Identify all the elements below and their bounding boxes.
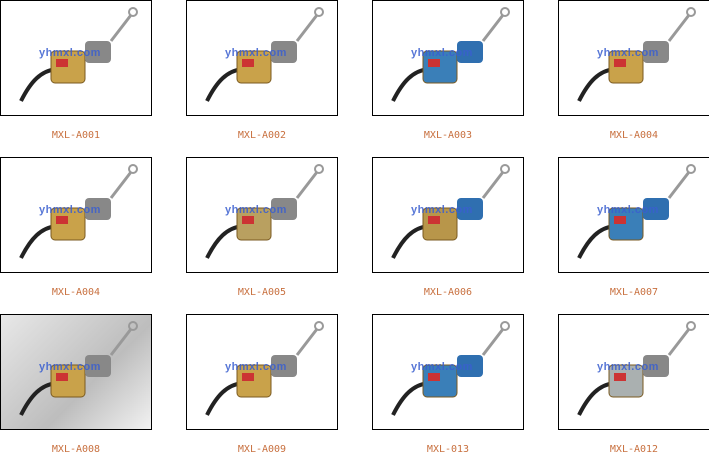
watermark: yhmxl.com — [39, 204, 101, 216]
watermark: yhmxl.com — [411, 47, 473, 59]
product-image[interactable]: yhmxl.com — [186, 0, 338, 116]
solenoid-image — [577, 321, 696, 416]
product-image[interactable]: yhmxl.com — [372, 314, 524, 430]
product-label[interactable]: MXL-A004 — [609, 130, 659, 141]
product-label[interactable]: MXL-A012 — [609, 444, 659, 455]
product-item[interactable]: yhmxl.com MXL-A005 — [186, 157, 338, 298]
solenoid-image — [577, 164, 696, 259]
product-label[interactable]: MXL-A004 — [51, 287, 101, 298]
product-item[interactable]: yhmxl.com MXL-A001 — [0, 0, 152, 141]
solenoid-image — [577, 7, 696, 102]
watermark: yhmxl.com — [411, 204, 473, 216]
product-image[interactable]: yhmxl.com — [558, 157, 709, 273]
solenoid-image — [205, 321, 324, 416]
solenoid-image — [391, 164, 510, 259]
watermark: yhmxl.com — [39, 47, 101, 59]
product-label[interactable]: MXL-A007 — [609, 287, 659, 298]
solenoid-image — [19, 7, 138, 102]
watermark: yhmxl.com — [39, 361, 101, 373]
product-item[interactable]: yhmxl.com MXL-A007 — [558, 157, 709, 298]
product-label[interactable]: MXL-A008 — [51, 444, 101, 455]
product-item[interactable]: yhmxl.com MXL-A009 — [186, 314, 338, 455]
product-label[interactable]: MXL-A005 — [237, 287, 287, 298]
product-image[interactable]: yhmxl.com — [0, 314, 152, 430]
product-item[interactable]: yhmxl.com MXL-A004 — [558, 0, 709, 141]
watermark: yhmxl.com — [411, 361, 473, 373]
product-image[interactable]: yhmxl.com — [372, 0, 524, 116]
product-image[interactable]: yhmxl.com — [372, 157, 524, 273]
watermark: yhmxl.com — [225, 47, 287, 59]
product-image[interactable]: yhmxl.com — [186, 157, 338, 273]
product-label[interactable]: MXL-A006 — [423, 287, 473, 298]
watermark: yhmxl.com — [597, 361, 659, 373]
product-item[interactable]: yhmxl.com MXL-A006 — [372, 157, 524, 298]
solenoid-image — [205, 7, 324, 102]
product-item[interactable]: yhmxl.com MXL-A012 — [558, 314, 709, 455]
product-label[interactable]: MXL-A003 — [423, 130, 473, 141]
solenoid-image — [19, 164, 138, 259]
product-label[interactable]: MXL-A002 — [237, 130, 287, 141]
watermark: yhmxl.com — [597, 204, 659, 216]
product-label[interactable]: MXL-013 — [426, 444, 470, 455]
watermark: yhmxl.com — [597, 47, 659, 59]
product-image[interactable]: yhmxl.com — [558, 0, 709, 116]
solenoid-image — [391, 7, 510, 102]
solenoid-image — [205, 164, 324, 259]
product-item[interactable]: yhmxl.com MXL-A004 — [0, 157, 152, 298]
solenoid-image — [391, 321, 510, 416]
product-item[interactable]: yhmxl.com MXL-A003 — [372, 0, 524, 141]
product-image[interactable]: yhmxl.com — [0, 157, 152, 273]
product-label[interactable]: MXL-A001 — [51, 130, 101, 141]
product-image[interactable]: yhmxl.com — [186, 314, 338, 430]
product-label[interactable]: MXL-A009 — [237, 444, 287, 455]
product-item[interactable]: yhmxl.com MXL-013 — [372, 314, 524, 455]
solenoid-image — [19, 321, 138, 416]
watermark: yhmxl.com — [225, 361, 287, 373]
watermark: yhmxl.com — [225, 204, 287, 216]
product-item[interactable]: yhmxl.com MXL-A008 — [0, 314, 152, 455]
product-image[interactable]: yhmxl.com — [558, 314, 709, 430]
product-item[interactable]: yhmxl.com MXL-A002 — [186, 0, 338, 141]
product-image[interactable]: yhmxl.com — [0, 0, 152, 116]
